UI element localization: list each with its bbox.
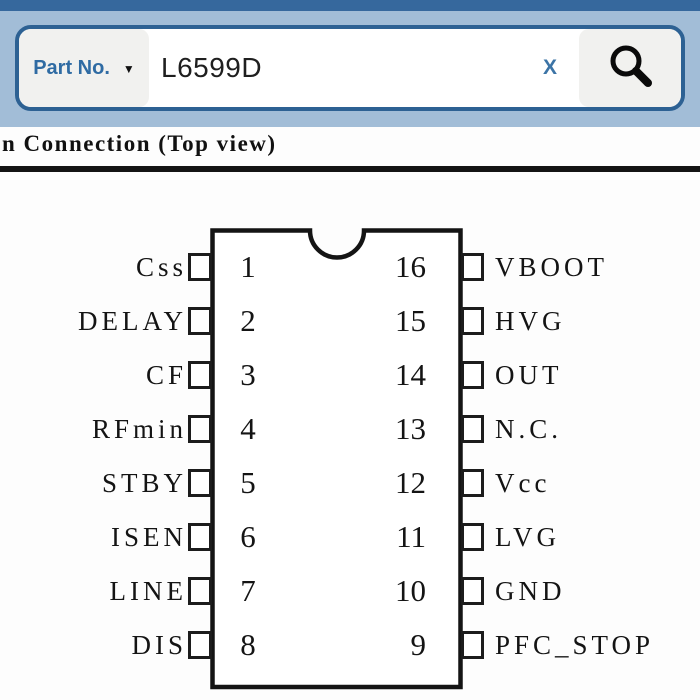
pin-pad [461,577,484,605]
pin-label: LVG [495,522,561,552]
pin-label: DIS [131,630,187,660]
pin-pad [188,307,212,335]
pin-row: Css 1 16 VBOOT [0,249,700,284]
pin-row: STBY 5 12 Vcc [0,465,700,500]
pin-number: 14 [395,357,426,392]
pin-label: STBY [101,468,187,498]
pin-row: DIS 8 9 PFC_STOP [0,627,700,662]
pin-number: 4 [240,411,256,446]
pin-label: OUT [495,360,563,390]
pin-pad [188,361,212,389]
status-bar [0,0,700,11]
pin-number: 10 [395,573,426,608]
pin-label: CF [145,360,187,390]
pin-pad [188,577,212,605]
pin-label: N.C. [495,414,563,444]
search-button[interactable] [579,29,681,107]
pin-pad [188,523,212,551]
pin-number: 8 [240,627,256,662]
dropdown-arrow-icon: ▼ [122,62,135,76]
pin-pad [188,253,212,281]
pin-connection-diagram: Css 1 16 VBOOT DELAY 2 15 HVG CF 3 14 OU… [0,172,700,700]
chip-body-outline [210,228,463,690]
pin-number: 15 [395,303,426,338]
search-banner: Part No. ▼ L6599D X [0,11,700,127]
section-heading: n Connection (Top view) [2,131,277,156]
pin-pad [461,361,484,389]
pin-number: 16 [395,249,426,284]
pin-number: 5 [240,465,256,500]
search-input[interactable]: L6599D X [149,29,579,107]
pin-label: DELAY [77,306,187,336]
pin-number: 7 [240,573,256,608]
pin-number: 1 [240,249,256,284]
pin-row: RFmin 4 13 N.C. [0,411,700,446]
clear-search-button[interactable]: X [542,56,557,79]
search-query-text: L6599D [161,52,263,83]
pin-number: 6 [240,519,256,554]
pin-label: LINE [109,576,187,606]
pin-pad [188,415,212,443]
pin-number: 13 [395,411,426,446]
pin-row: ISEN 6 11 LVG [0,519,700,554]
pin-label: ISEN [111,522,187,552]
search-category-dropdown[interactable]: Part No. ▼ [19,29,149,107]
search-category-label: Part No. [33,56,110,79]
pin-label: PFC_STOP [495,630,655,660]
pin-label: GND [495,576,566,606]
pin-pad [461,631,484,659]
pin-number: 12 [395,465,426,500]
pin-row: DELAY 2 15 HVG [0,303,700,338]
pin-label: Vcc [495,468,551,498]
pin-label: VBOOT [495,252,608,282]
search-icon [607,43,653,94]
pin-number: 11 [396,519,426,554]
pin-label: Css [135,252,187,282]
pin-number: 9 [410,627,427,662]
pin-pad [461,469,484,497]
pin-row: CF 3 14 OUT [0,357,700,392]
pin-pad [188,631,212,659]
pin-row: LINE 7 10 GND [0,573,700,608]
pin-pad [461,307,484,335]
search-box: Part No. ▼ L6599D X [15,25,685,111]
pin-label: HVG [495,306,566,336]
pin-number: 2 [240,303,256,338]
pin-number: 3 [240,357,256,392]
pin-pad [188,469,212,497]
pin-pad [461,523,484,551]
pin-pad [461,253,484,281]
pin-pad [461,415,484,443]
pin-label: RFmin [91,414,187,444]
heading-rule [0,166,700,172]
